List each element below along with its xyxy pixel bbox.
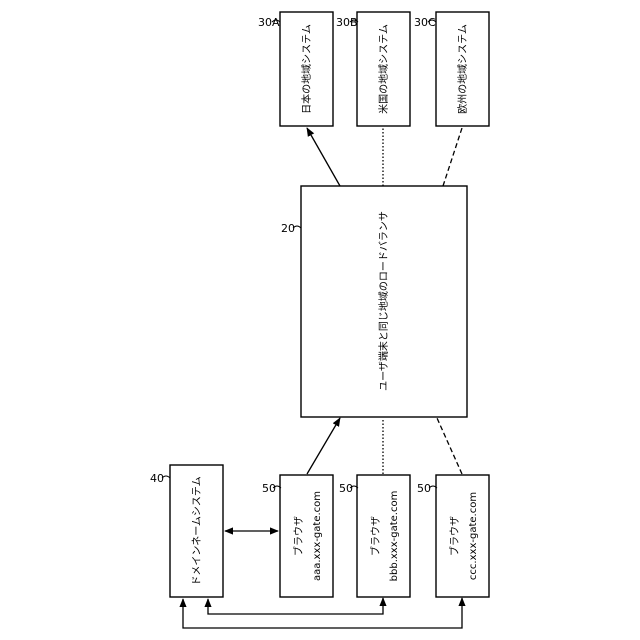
load-balancer-label: ユーザ端末と同じ地域のロードバランサ bbox=[377, 211, 390, 391]
browser-bbb-domain: bbb.xxx-gate.com bbox=[389, 491, 400, 582]
regional-system-japan: 日本の地域システム 30A bbox=[258, 12, 333, 126]
regional-system-japan-ref: 30A bbox=[258, 16, 280, 29]
link-browser-ccc-to-dns bbox=[183, 598, 462, 628]
regional-system-europe-ref: 30C bbox=[414, 16, 436, 29]
regional-system-europe-label: 欧州の地域システム bbox=[456, 24, 469, 114]
browser-ccc: ブラウザ ccc.xxx-gate.com 50 bbox=[417, 475, 489, 597]
browser-ccc-ref: 50 bbox=[417, 482, 431, 495]
browser-aaa-label: ブラウザ bbox=[292, 516, 305, 556]
browser-bbb-label: ブラウザ bbox=[369, 516, 382, 556]
domain-name-system-label: ドメインネームシステム bbox=[191, 476, 203, 585]
browser-bbb-ref: 50 bbox=[339, 482, 353, 495]
domain-name-system-ref: 40 bbox=[150, 472, 164, 485]
link-lb-to-europe bbox=[443, 128, 462, 186]
browser-ccc-label: ブラウザ bbox=[448, 516, 461, 556]
regional-system-us-label: 米国の地域システム bbox=[377, 24, 390, 114]
link-lb-to-japan bbox=[307, 128, 340, 186]
browser-aaa-ref: 50 bbox=[262, 482, 276, 495]
regional-system-europe: 欧州の地域システム 30C bbox=[414, 12, 489, 126]
regional-system-us: 米国の地域システム 30B bbox=[336, 12, 410, 126]
browser-aaa-domain: aaa.xxx-gate.com bbox=[312, 491, 323, 581]
load-balancer: ユーザ端末と同じ地域のロードバランサ 20 bbox=[281, 186, 467, 417]
load-balancer-ref: 20 bbox=[281, 222, 295, 235]
domain-name-system: ドメインネームシステム 40 bbox=[150, 465, 223, 597]
link-browser-aaa-to-lb bbox=[307, 418, 340, 474]
browser-bbb: ブラウザ bbb.xxx-gate.com 50 bbox=[339, 475, 410, 597]
browser-aaa: ブラウザ aaa.xxx-gate.com 50 bbox=[262, 475, 333, 597]
regional-system-us-ref: 30B bbox=[336, 16, 358, 29]
regional-system-japan-label: 日本の地域システム bbox=[300, 24, 313, 114]
browser-ccc-domain: ccc.xxx-gate.com bbox=[468, 492, 479, 580]
link-browser-bbb-to-dns bbox=[208, 598, 383, 614]
link-browser-ccc-to-lb bbox=[437, 418, 462, 474]
